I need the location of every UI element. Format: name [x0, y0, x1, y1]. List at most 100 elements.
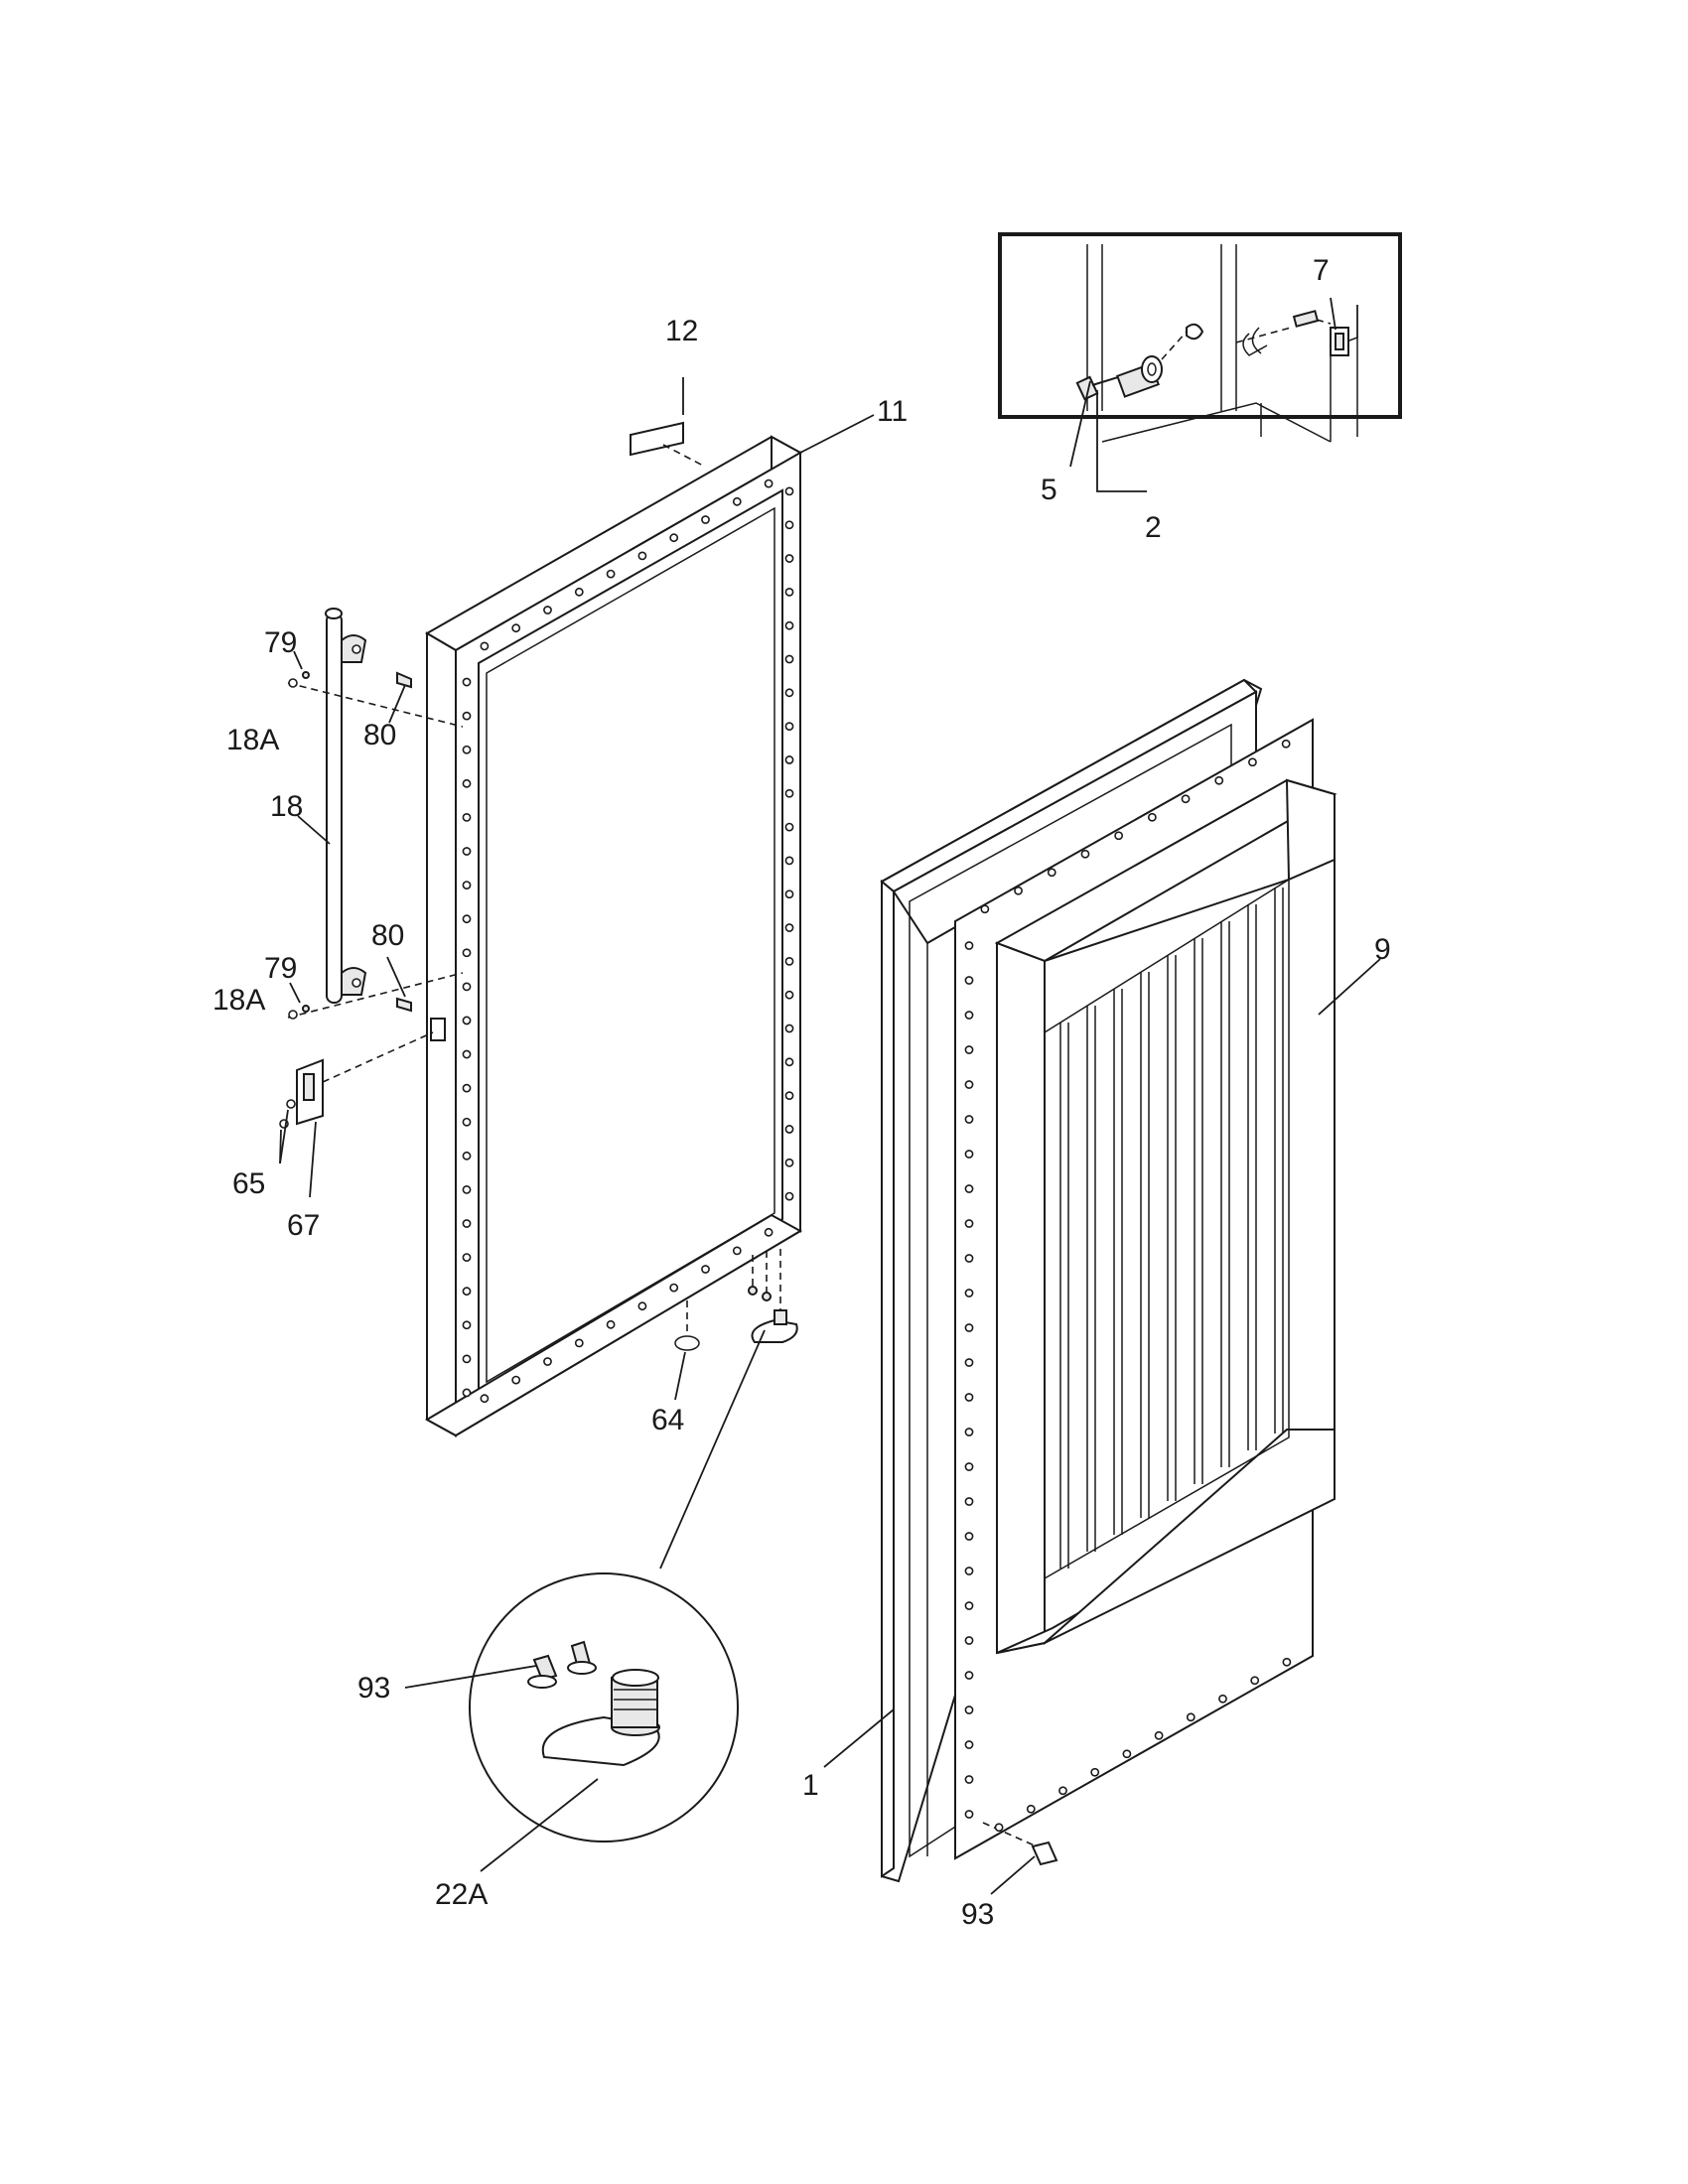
- screw-hole: [964, 1115, 974, 1124]
- screw-hole: [1214, 775, 1224, 785]
- screw-hole: [784, 722, 794, 732]
- label-93-right: 93: [961, 1898, 994, 1931]
- screw-hole: [574, 1338, 584, 1348]
- screw-hole: [964, 1358, 974, 1367]
- screw-hole: [964, 1532, 974, 1541]
- screw-hole: [462, 1388, 472, 1398]
- screw-icon: [527, 1640, 597, 1689]
- screw-hole: [1014, 886, 1023, 895]
- screw-hole: [462, 778, 472, 788]
- screw-hole: [1154, 1730, 1164, 1740]
- foot-detail-circle: [404, 1572, 739, 1872]
- screw-hole: [964, 1740, 974, 1749]
- screw-hole: [784, 554, 794, 563]
- screw-hole: [964, 1567, 974, 1575]
- screw-hole: [732, 496, 742, 506]
- label-64: 64: [651, 1404, 684, 1436]
- screw-hole: [784, 620, 794, 630]
- screw-hole: [462, 1049, 472, 1059]
- screw-hole: [784, 923, 794, 932]
- screw-hole: [701, 1265, 710, 1274]
- screw-hole: [784, 1158, 794, 1167]
- screw-hole: [462, 745, 472, 754]
- screw-hole: [964, 1011, 974, 1020]
- label-80-top: 80: [363, 719, 396, 751]
- screw-hole: [1248, 757, 1257, 767]
- label-18: 18: [270, 790, 303, 823]
- screw-hole: [964, 1219, 974, 1228]
- screw-hole: [574, 587, 584, 597]
- screw-hole: [462, 1151, 472, 1160]
- screw-hole: [964, 1289, 974, 1297]
- label-79-bottom: 79: [264, 952, 297, 985]
- screw-hole: [462, 1287, 472, 1297]
- screw-hole: [964, 1254, 974, 1263]
- screw-hole: [1058, 1786, 1067, 1796]
- screw-hole: [462, 1016, 472, 1025]
- screw-hole: [994, 1823, 1004, 1833]
- screw-hole: [964, 1601, 974, 1610]
- screw-hole: [1147, 812, 1157, 822]
- screw-hole: [784, 990, 794, 1000]
- screw-hole: [784, 587, 794, 597]
- screw-hole: [462, 711, 472, 721]
- screw-hole: [637, 551, 647, 561]
- screw-hole: [784, 486, 794, 496]
- screw-hole: [784, 856, 794, 866]
- label-65: 65: [232, 1167, 265, 1200]
- leveling-foot-icon: [541, 1669, 660, 1767]
- screw-hole: [964, 941, 974, 950]
- screw-hole: [462, 948, 472, 958]
- screw-hole: [964, 976, 974, 985]
- screw-hole: [462, 1354, 472, 1364]
- label-67: 67: [287, 1209, 320, 1242]
- screw-hole: [1282, 1657, 1292, 1667]
- screw-hole: [462, 813, 472, 822]
- screw-hole: [1281, 739, 1291, 749]
- screw-hole: [784, 889, 794, 899]
- label-93-left: 93: [357, 1672, 390, 1705]
- screw-hole: [1080, 849, 1090, 859]
- screw-hole: [511, 1375, 521, 1385]
- label-tag: [630, 377, 706, 468]
- screw-hole: [784, 1125, 794, 1134]
- door-panel: [424, 435, 803, 1437]
- screw-hole: [462, 1253, 472, 1262]
- key-icon: [1075, 375, 1119, 401]
- screw-hole: [784, 654, 794, 664]
- lock-detail-inset: [998, 232, 1402, 492]
- screw-hole: [784, 755, 794, 764]
- lock-cylinder-icon: [1116, 323, 1204, 398]
- screw-hole: [784, 1091, 794, 1101]
- screw-hole: [964, 1428, 974, 1436]
- label-2: 2: [1145, 511, 1162, 544]
- label-11: 11: [877, 395, 908, 428]
- screw-hole: [764, 478, 774, 488]
- screw-hole: [511, 623, 521, 633]
- screw-hole: [964, 1184, 974, 1193]
- screw-hole: [606, 1319, 616, 1329]
- screw-hole: [964, 1150, 974, 1159]
- screw-hole: [764, 1227, 774, 1237]
- screw-hole: [784, 956, 794, 966]
- liner-screw-holes: [964, 739, 1292, 1833]
- screw-hole: [1114, 831, 1124, 841]
- screw-hole: [784, 520, 794, 530]
- label-18A-top: 18A: [226, 724, 279, 756]
- screw-hole: [669, 533, 679, 543]
- screw-hole: [1250, 1676, 1260, 1686]
- screw-hole: [543, 1357, 552, 1366]
- screw-hole: [964, 1775, 974, 1784]
- screw-hole: [462, 677, 472, 687]
- screw-hole: [964, 1636, 974, 1645]
- screw-hole: [732, 1246, 742, 1256]
- door-latch: [279, 1018, 446, 1198]
- screw-hole: [462, 1219, 472, 1228]
- screw-hole: [462, 1320, 472, 1330]
- screw-hole: [462, 1117, 472, 1127]
- screw-hole: [462, 982, 472, 992]
- label-9: 9: [1374, 933, 1391, 966]
- screw-hole: [964, 1810, 974, 1819]
- screw-hole: [964, 1497, 974, 1506]
